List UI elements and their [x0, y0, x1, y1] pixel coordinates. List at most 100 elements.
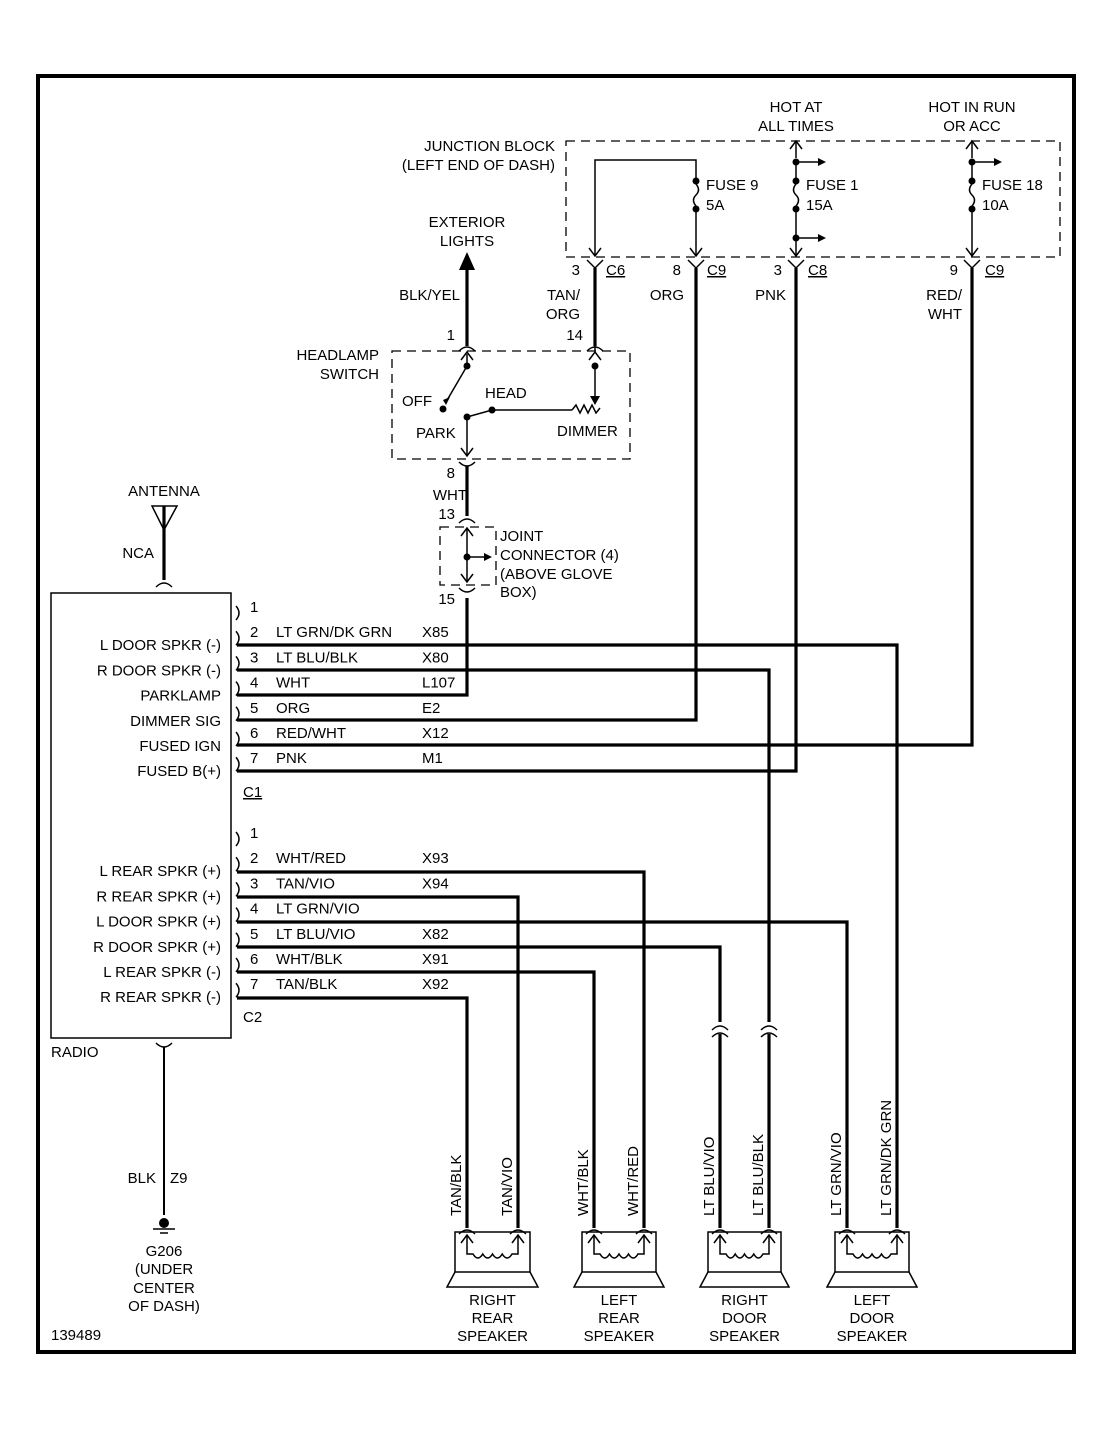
- svg-text:BLK/YEL: BLK/YEL: [399, 287, 460, 304]
- joint-connector: 13 15 JOINT CONNECTOR (4) (ABOVE GLOVE B…: [438, 506, 619, 608]
- svg-text:(LEFT END OF DASH): (LEFT END OF DASH): [402, 157, 555, 174]
- wire-color: TAN/BLK: [276, 976, 337, 993]
- wire-x94: [237, 895, 520, 1228]
- circuit-code: X12: [422, 725, 449, 742]
- inline-connector-lt-blu-vio: [711, 1022, 729, 1038]
- speaker-wire-label: LT GRN/VIO: [828, 1132, 845, 1216]
- speaker-name: SPEAKER: [837, 1328, 908, 1345]
- svg-text:OR ACC: OR ACC: [943, 118, 1001, 135]
- speaker-wire-label: LT BLU/BLK: [750, 1134, 767, 1216]
- pin-function: R DOOR SPKR (+): [93, 939, 221, 956]
- pin-function: DIMMER SIG: [130, 713, 221, 730]
- speaker-wire-label: TAN/VIO: [499, 1157, 516, 1216]
- speaker-name: RIGHT: [469, 1292, 516, 1309]
- svg-text:RED/: RED/: [926, 287, 963, 304]
- fuse-9: FUSE 9 5A: [689, 177, 759, 258]
- circuit-code: X85: [422, 624, 449, 641]
- svg-text:(ABOVE GLOVE: (ABOVE GLOVE: [500, 566, 613, 583]
- svg-text:RADIO: RADIO: [51, 1044, 99, 1061]
- svg-text:WHT: WHT: [928, 306, 962, 323]
- svg-text:HOT IN RUN: HOT IN RUN: [928, 99, 1015, 116]
- wire-color: LT BLU/BLK: [276, 649, 358, 666]
- circuit-code: E2: [422, 700, 440, 717]
- svg-text:14: 14: [566, 327, 583, 344]
- pin-row-c1-1: 1: [235, 599, 258, 621]
- speaker-name: REAR: [472, 1310, 514, 1327]
- wire-wht-label: WHT: [433, 487, 467, 504]
- wire-m1: [237, 268, 798, 773]
- speaker-name: REAR: [598, 1310, 640, 1327]
- wire-color: WHT/RED: [276, 850, 346, 867]
- svg-text:JOINT: JOINT: [500, 528, 543, 545]
- pin-function: FUSED IGN: [139, 738, 221, 755]
- svg-text:HEAD: HEAD: [485, 385, 527, 402]
- antenna: ANTENNA NCA: [122, 483, 200, 588]
- wire-color: PNK: [276, 750, 307, 767]
- speaker-name: RIGHT: [721, 1292, 768, 1309]
- wire-x92: [237, 996, 469, 1228]
- pin-number: 5: [250, 926, 258, 943]
- pin-number: 1: [250, 599, 258, 616]
- wire-color: RED/WHT: [276, 725, 346, 742]
- wire-x82: [237, 945, 722, 1228]
- speaker-wire-label: WHT/RED: [625, 1146, 642, 1216]
- svg-text:8: 8: [447, 465, 455, 482]
- pin-function: R REAR SPKR (-): [100, 989, 221, 1006]
- pin-function: R REAR SPKR (+): [96, 888, 221, 905]
- svg-text:OFF: OFF: [402, 393, 432, 410]
- circuit-code: X94: [422, 875, 449, 892]
- circuit-code: X92: [422, 976, 449, 993]
- c2-label: C2: [243, 1009, 262, 1026]
- svg-text:TAN/: TAN/: [547, 287, 581, 304]
- pin-number: 1: [250, 825, 258, 842]
- pin-number: 5: [250, 700, 258, 717]
- pin-row-c2-5: 5 R DOOR SPKR (+) LT BLU/VIO X82: [93, 926, 449, 956]
- pin-row-c2-1: 1: [235, 825, 258, 847]
- pin-number: 7: [250, 976, 258, 993]
- speaker-name: SPEAKER: [709, 1328, 780, 1345]
- hot-in-run-label: HOT IN RUN OR ACC: [928, 99, 1015, 135]
- pin-function: L REAR SPKR (+): [99, 863, 221, 880]
- pin-row-c2-3: 3 R REAR SPKR (+) TAN/VIO X94: [96, 875, 448, 905]
- c1-label: C1: [243, 784, 262, 801]
- svg-text:ORG: ORG: [546, 306, 580, 323]
- svg-text:ALL TIMES: ALL TIMES: [758, 118, 834, 135]
- wire-color: WHT: [276, 675, 310, 692]
- inline-connector-lt-blu-blk: [760, 1022, 778, 1038]
- circuit-code: M1: [422, 750, 443, 767]
- svg-text:NCA: NCA: [122, 545, 154, 562]
- pin-function: L REAR SPKR (-): [103, 964, 221, 981]
- svg-text:LIGHTS: LIGHTS: [440, 233, 494, 250]
- wire-color: LT BLU/VIO: [276, 926, 355, 943]
- svg-text:PNK: PNK: [755, 287, 786, 304]
- svg-text:C9: C9: [985, 262, 1004, 279]
- svg-text:15A: 15A: [806, 197, 833, 214]
- svg-text:10A: 10A: [982, 197, 1009, 214]
- junction-block: JUNCTION BLOCK (LEFT END OF DASH) FUSE 9…: [402, 138, 1061, 258]
- svg-text:PARK: PARK: [416, 425, 456, 442]
- pin-function: FUSED B(+): [137, 763, 221, 780]
- svg-text:OF DASH): OF DASH): [128, 1298, 200, 1315]
- svg-text:C8: C8: [808, 262, 827, 279]
- svg-text:G206: G206: [146, 1243, 183, 1260]
- pin-function: L DOOR SPKR (-): [100, 637, 221, 654]
- svg-text:HEADLAMP: HEADLAMP: [296, 347, 379, 364]
- wire-color: TAN/VIO: [276, 875, 335, 892]
- fuse-1: FUSE 1 15A: [789, 139, 859, 258]
- svg-text:EXTERIOR: EXTERIOR: [429, 214, 506, 231]
- pin-number: 3: [250, 875, 258, 892]
- svg-text:JUNCTION BLOCK: JUNCTION BLOCK: [424, 138, 555, 155]
- connector-c8-pin3: 3 C8 PNK: [755, 259, 827, 304]
- svg-text:1: 1: [447, 327, 455, 344]
- speaker-name: SPEAKER: [457, 1328, 528, 1345]
- diagram-id: 139489: [51, 1327, 101, 1344]
- circuit-code: X82: [422, 926, 449, 943]
